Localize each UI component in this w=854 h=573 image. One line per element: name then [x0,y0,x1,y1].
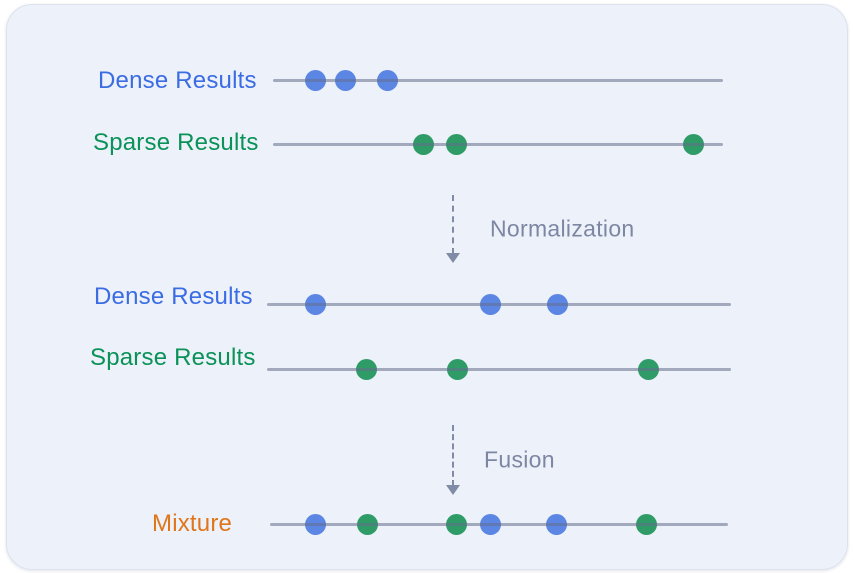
mixture-axis-line [270,522,728,526]
dense-results-raw-label: Dense Results [98,67,257,94]
dense-results-normalized-label: Dense Results [94,283,253,310]
sparse-results-raw-axis-line [273,142,723,146]
normalization-arrow-dashed-line [452,195,454,254]
sparse-results-normalized-axis-line [267,367,731,371]
arrow-down-icon [446,485,460,495]
mixture-label: Mixture [152,510,233,537]
normalization-arrow-label: Normalization [490,215,635,242]
sparse-results-normalized-label: Sparse Results [90,344,256,371]
dense-results-normalized-axis-line [267,302,731,306]
sparse-results-raw-label: Sparse Results [93,129,259,156]
dense-results-raw-axis-line [273,78,723,82]
fusion-arrow-label: Fusion [484,446,555,473]
arrow-down-icon [446,253,460,263]
fusion-arrow-dashed-line [452,425,454,486]
